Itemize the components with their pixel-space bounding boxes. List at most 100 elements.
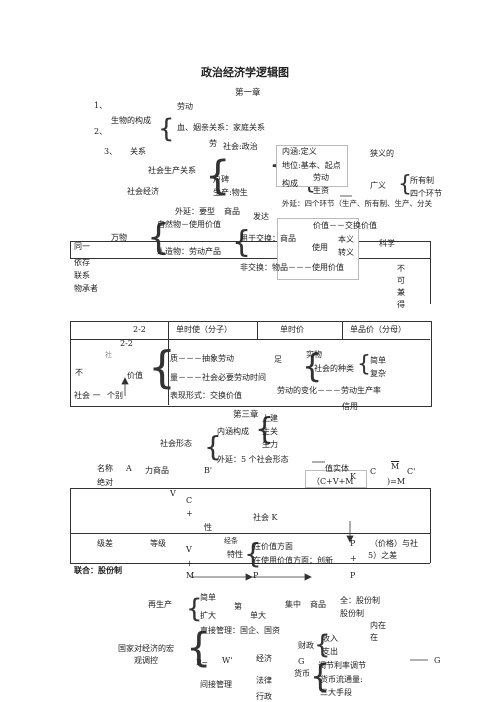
text: G <box>298 657 305 666</box>
text: 行政 <box>256 692 272 701</box>
text: 全：股份制 <box>340 596 380 605</box>
text: 血、姻亲关系：家庭关系 <box>177 123 265 132</box>
text: 商品 <box>224 207 240 216</box>
text: 狭义的 <box>370 149 394 158</box>
text: 生力 <box>262 440 278 449</box>
value-table <box>70 321 432 407</box>
text: 值实体 <box>325 464 349 473</box>
text: K <box>350 472 356 481</box>
text: 支出 <box>322 647 338 656</box>
brace-icon: { <box>147 217 170 258</box>
brace-icon: { <box>314 630 331 660</box>
text: V <box>186 545 192 554</box>
brace-icon: { <box>302 347 323 385</box>
col-divider <box>70 488 71 563</box>
text: 外延：要型 <box>175 207 215 216</box>
text: 个别 <box>107 391 123 400</box>
brace-icon: { <box>232 225 252 260</box>
text: 生产:物生 <box>213 188 248 197</box>
text: 再生产 <box>148 600 172 609</box>
text: C <box>186 496 193 505</box>
text: 简单 <box>200 593 216 602</box>
text: 内涵构成 <box>217 427 249 436</box>
text: 观调控 <box>134 656 158 665</box>
text: 收入 <box>322 634 338 643</box>
item-number: 1、 <box>94 101 108 110</box>
text: )=M <box>387 477 406 486</box>
text: 劳动 <box>177 102 193 111</box>
text: P <box>350 539 356 548</box>
text: 人造物：劳动产品 <box>157 247 221 256</box>
text: 广义 <box>370 181 386 190</box>
brace-icon: { <box>186 594 203 624</box>
text: （C+V+M <box>312 477 354 486</box>
row-divider <box>70 258 430 259</box>
item-number: 3、 <box>104 147 118 156</box>
brace-icon: { <box>398 172 412 197</box>
chapter-heading: 第一章 <box>235 88 261 98</box>
text: 用于交换：商品 <box>240 234 296 243</box>
text: 法律 <box>256 676 272 685</box>
text: + <box>186 559 193 568</box>
text: 使用 <box>312 243 328 252</box>
row-divider <box>70 533 430 534</box>
text: 在 <box>370 633 378 642</box>
row-divider <box>70 241 430 242</box>
text: P <box>253 571 259 580</box>
brace-icon: { <box>310 657 331 695</box>
chapter-heading: 第三章 <box>233 410 259 420</box>
brace-icon: { <box>357 352 371 377</box>
text: 劳动 <box>313 173 329 182</box>
text: 单大 <box>250 611 266 620</box>
text: 本义 <box>338 235 354 244</box>
table-header: 单品价（分母） <box>350 325 406 334</box>
text: 生关 <box>262 427 278 436</box>
text: 所有制 <box>410 176 434 185</box>
text: 绝对 <box>97 478 113 487</box>
text: 内涵:定义 <box>282 147 317 156</box>
text: 信用 <box>342 402 358 411</box>
text: 外延：5 个社会形态 <box>217 455 289 464</box>
text: 得 <box>397 300 405 309</box>
text: + <box>350 554 357 563</box>
text: 特性 <box>227 550 243 559</box>
text: 集中 <box>285 600 301 609</box>
text: 股份制 <box>340 609 364 618</box>
text: 转义 <box>338 248 354 257</box>
text: 价值－－交换价值 <box>313 221 377 230</box>
text: 调节利率调节 <box>318 661 366 670</box>
text: 财政 <box>298 641 314 650</box>
text: 经济 <box>256 654 272 663</box>
text: 商品 <box>310 600 326 609</box>
brace-icon: { <box>204 430 222 463</box>
text: 社会 K <box>253 513 278 522</box>
text: 可 <box>397 276 405 285</box>
col-divider <box>430 488 431 563</box>
text: 社会形态 <box>160 439 192 448</box>
text: 社 <box>105 351 112 359</box>
text: 表现形式：交换价值 <box>170 391 242 400</box>
brace-icon: { <box>244 537 262 570</box>
text: 不 <box>397 264 405 273</box>
text: M <box>391 462 400 471</box>
text: 在使用价值方面：创新 <box>253 556 333 565</box>
text: 扩大 <box>200 611 216 620</box>
text: 质－－－抽象劳动 <box>170 354 234 363</box>
text: 万物 <box>111 233 127 242</box>
text: 兼 <box>397 288 405 297</box>
text: 社会生产关系 <box>148 166 196 175</box>
text: 2-2 <box>120 339 133 348</box>
text: B' <box>204 466 213 475</box>
text: 生物的构成 <box>111 116 151 125</box>
text: 发达 <box>253 212 269 221</box>
text: 简单 <box>370 356 386 365</box>
overlay-box <box>276 145 348 187</box>
text: M <box>186 571 195 580</box>
overlay-box <box>305 470 367 488</box>
text: 价值 <box>127 371 143 380</box>
text: （价格）与社 <box>370 539 418 548</box>
text: 性 <box>204 523 212 532</box>
text: 社会:政治 <box>223 142 258 151</box>
table-header: 2-2 <box>133 325 146 334</box>
